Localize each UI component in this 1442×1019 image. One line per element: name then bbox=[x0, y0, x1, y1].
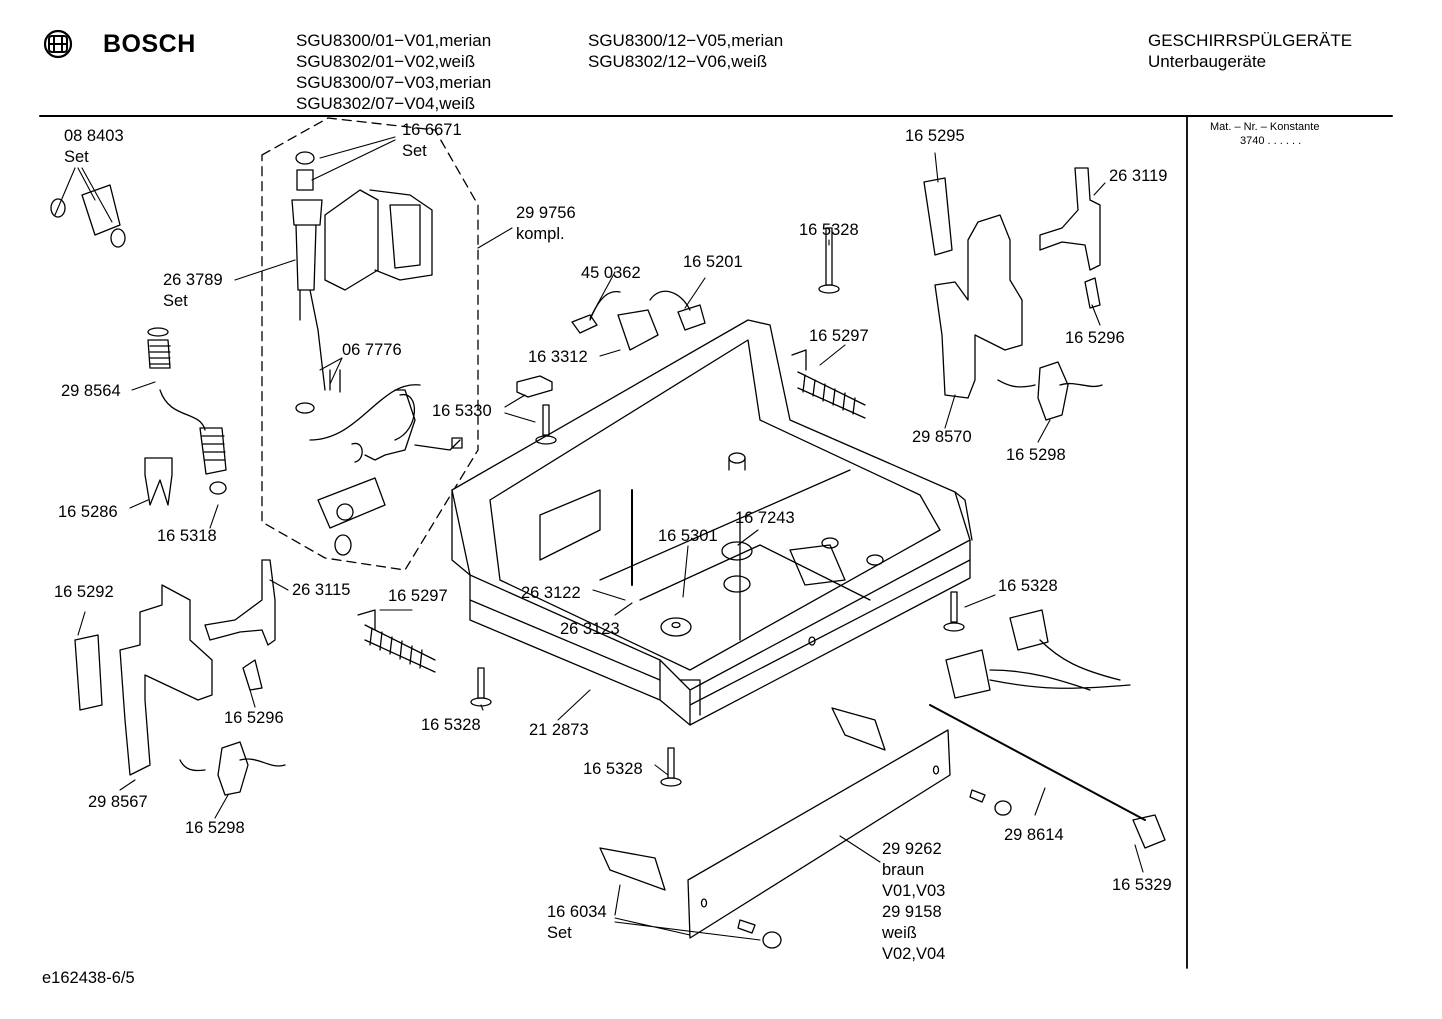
model-item: SGU8300/12−V05,merian bbox=[588, 31, 784, 50]
part-label-165328-b: 16 5328 bbox=[583, 760, 643, 778]
part-label-298570: 29 8570 bbox=[912, 428, 972, 446]
drawing-id: e162438-6/5 bbox=[42, 969, 135, 987]
model-list-1: SGU8300/01−V01,merian SGU8302/01−V02,wei… bbox=[296, 30, 491, 114]
part-label-165329: 16 5329 bbox=[1112, 876, 1172, 894]
part-label-165297-right: 16 5297 bbox=[809, 327, 869, 345]
part-label-165328-d: 16 5328 bbox=[998, 577, 1058, 595]
part-label-165330: 16 5330 bbox=[432, 402, 492, 420]
screw-drawing-e bbox=[943, 591, 965, 632]
part-label-067776: 06 7776 bbox=[342, 341, 402, 359]
part-label-165328-a: 16 5328 bbox=[421, 716, 481, 734]
adjuster-drawing bbox=[1132, 814, 1166, 849]
softener-assembly-drawing bbox=[291, 151, 463, 556]
part-label-163312: 16 3312 bbox=[528, 348, 588, 366]
rod-drawing bbox=[929, 704, 1146, 821]
mat-nr-value: 3740 . . . . . . bbox=[1240, 135, 1302, 147]
clip-drawing bbox=[144, 457, 173, 506]
part-label-165298-left: 16 5298 bbox=[185, 819, 245, 837]
bosch-logo-icon bbox=[43, 29, 73, 59]
leader-lines bbox=[54, 136, 1144, 941]
category-subtitle: Unterbaugeräte bbox=[1148, 52, 1267, 71]
part-label-165296-left: 16 5296 bbox=[224, 709, 284, 727]
connector-drawing bbox=[571, 290, 706, 351]
model-item: SGU8302/07−V04,weiß bbox=[296, 94, 476, 113]
base-tub-drawing bbox=[451, 319, 973, 726]
assembly-group-outline bbox=[261, 117, 479, 571]
left-spring-drawing bbox=[357, 609, 436, 673]
part-label-298614: 29 8614 bbox=[1004, 826, 1064, 844]
brand-name: BOSCH bbox=[103, 30, 196, 58]
part-label-298567: 29 8567 bbox=[88, 793, 148, 811]
model-item: SGU8300/07−V03,merian bbox=[296, 73, 492, 92]
part-label-165296-right: 16 5296 bbox=[1065, 329, 1125, 347]
part-label-165292: 16 5292 bbox=[54, 583, 114, 601]
cable-harness-drawing bbox=[945, 609, 1131, 699]
part-label-450362: 45 0362 bbox=[581, 264, 641, 282]
part-label-165201: 16 5201 bbox=[683, 253, 743, 271]
model-list-2: SGU8300/12−V05,merian SGU8302/12−V06,wei… bbox=[588, 30, 783, 72]
part-label-165295: 16 5295 bbox=[905, 127, 965, 145]
hose-sleeve-drawing bbox=[50, 184, 126, 248]
model-item: SGU8302/01−V02,weiß bbox=[296, 52, 476, 71]
model-item: SGU8302/12−V06,weiß bbox=[588, 52, 768, 71]
part-label-165318: 16 5318 bbox=[157, 527, 217, 545]
cap-drawing bbox=[994, 800, 1012, 816]
right-spring-drawing bbox=[791, 349, 866, 419]
left-bracket-drawing bbox=[74, 559, 286, 796]
screw-drawing-d bbox=[818, 227, 840, 294]
drain-hose-drawing bbox=[147, 327, 227, 495]
model-item: SGU8300/01−V01,merian bbox=[296, 31, 492, 50]
part-label-212873: 21 2873 bbox=[529, 721, 589, 739]
float-switch-drawing bbox=[516, 375, 553, 398]
part-label-165328-c: 16 5328 bbox=[799, 221, 859, 239]
part-label-165286: 16 5286 bbox=[58, 503, 118, 521]
mat-nr-title: Mat. – Nr. – Konstante bbox=[1210, 121, 1320, 133]
screw-drawing-a bbox=[470, 667, 492, 707]
part-label-165297-left: 16 5297 bbox=[388, 587, 448, 605]
part-label-167243: 16 7243 bbox=[735, 509, 795, 527]
part-label-263115: 26 3115 bbox=[292, 581, 351, 599]
screw-drawing-c bbox=[535, 404, 557, 445]
part-label-263122: 26 3122 bbox=[521, 584, 581, 602]
part-label-263123: 26 3123 bbox=[560, 620, 620, 638]
kickplate-drawing bbox=[599, 707, 951, 949]
category-title: GESCHIRRSPÜLGERÄTE bbox=[1148, 31, 1353, 50]
right-bracket-drawing bbox=[923, 167, 1103, 421]
part-label-298564: 29 8564 bbox=[61, 382, 121, 400]
part-label-263119: 26 3119 bbox=[1109, 167, 1168, 185]
part-label-165298-right: 16 5298 bbox=[1006, 446, 1066, 464]
product-category: GESCHIRRSPÜLGERÄTE Unterbaugeräte bbox=[1148, 30, 1352, 72]
screw-drawing-b bbox=[660, 747, 682, 787]
part-label-165301: 16 5301 bbox=[658, 527, 718, 545]
